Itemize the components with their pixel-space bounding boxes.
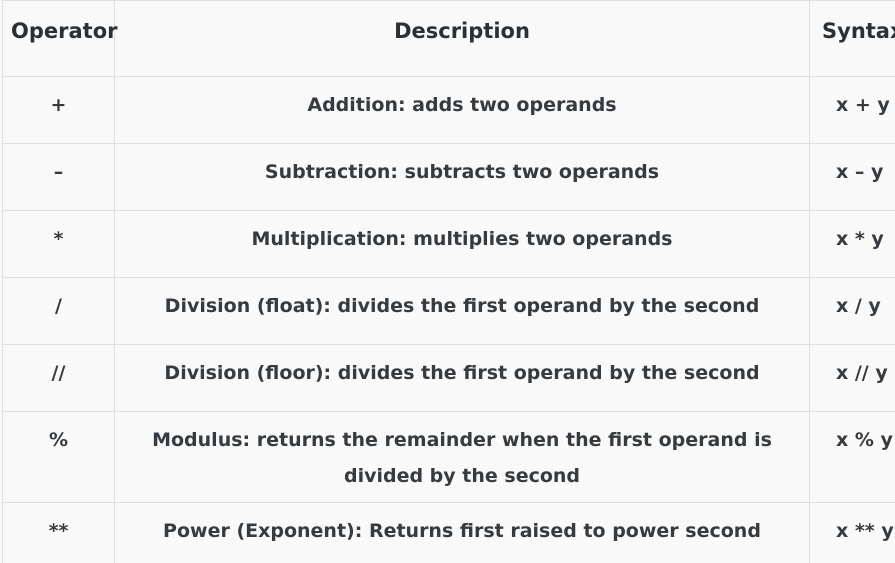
table-row: % Modulus: returns the remainder when th… (2, 411, 895, 503)
cell-description: Division (floor): divides the first oper… (114, 344, 810, 412)
table-row: // Division (floor): divides the first o… (2, 344, 895, 412)
cell-syntax: x + y (809, 76, 895, 144)
table-row: – Subtraction: subtracts two operands x … (2, 143, 895, 211)
header-row: Operator Description Syntax (2, 0, 895, 77)
table-row: ** Power (Exponent): Returns first raise… (2, 502, 895, 563)
header-syntax: Syntax (809, 0, 895, 77)
table-row: * Multiplication: multiplies two operand… (2, 210, 895, 278)
header-operator: Operator (2, 0, 117, 77)
table-body: + Addition: adds two operands x + y – Su… (2, 76, 895, 563)
cell-syntax: x ** y (809, 502, 895, 563)
cell-operator: // (2, 344, 115, 412)
cell-syntax: x % y (809, 411, 895, 503)
header-description: Description (114, 0, 810, 77)
cell-operator: / (2, 277, 115, 345)
cell-operator: – (2, 143, 115, 211)
cell-syntax: x – y (809, 143, 895, 211)
cell-description: Modulus: returns the remainder when the … (114, 411, 810, 503)
cell-operator: * (2, 210, 115, 278)
cell-syntax: x // y (809, 344, 895, 412)
cell-description: Multiplication: multiplies two operands (114, 210, 810, 278)
cell-operator: % (2, 411, 115, 503)
cell-description: Addition: adds two operands (114, 76, 810, 144)
cell-description: Subtraction: subtracts two operands (114, 143, 810, 211)
table-header: Operator Description Syntax (2, 0, 895, 77)
table-row: / Division (float): divides the first op… (2, 277, 895, 345)
cell-description: Division (float): divides the first oper… (114, 277, 810, 345)
cell-operator: + (2, 76, 115, 144)
cell-syntax: x * y (809, 210, 895, 278)
cell-syntax: x / y (809, 277, 895, 345)
cell-description: Power (Exponent): Returns first raised t… (114, 502, 810, 563)
cell-operator: ** (2, 502, 115, 563)
table-row: + Addition: adds two operands x + y (2, 76, 895, 144)
